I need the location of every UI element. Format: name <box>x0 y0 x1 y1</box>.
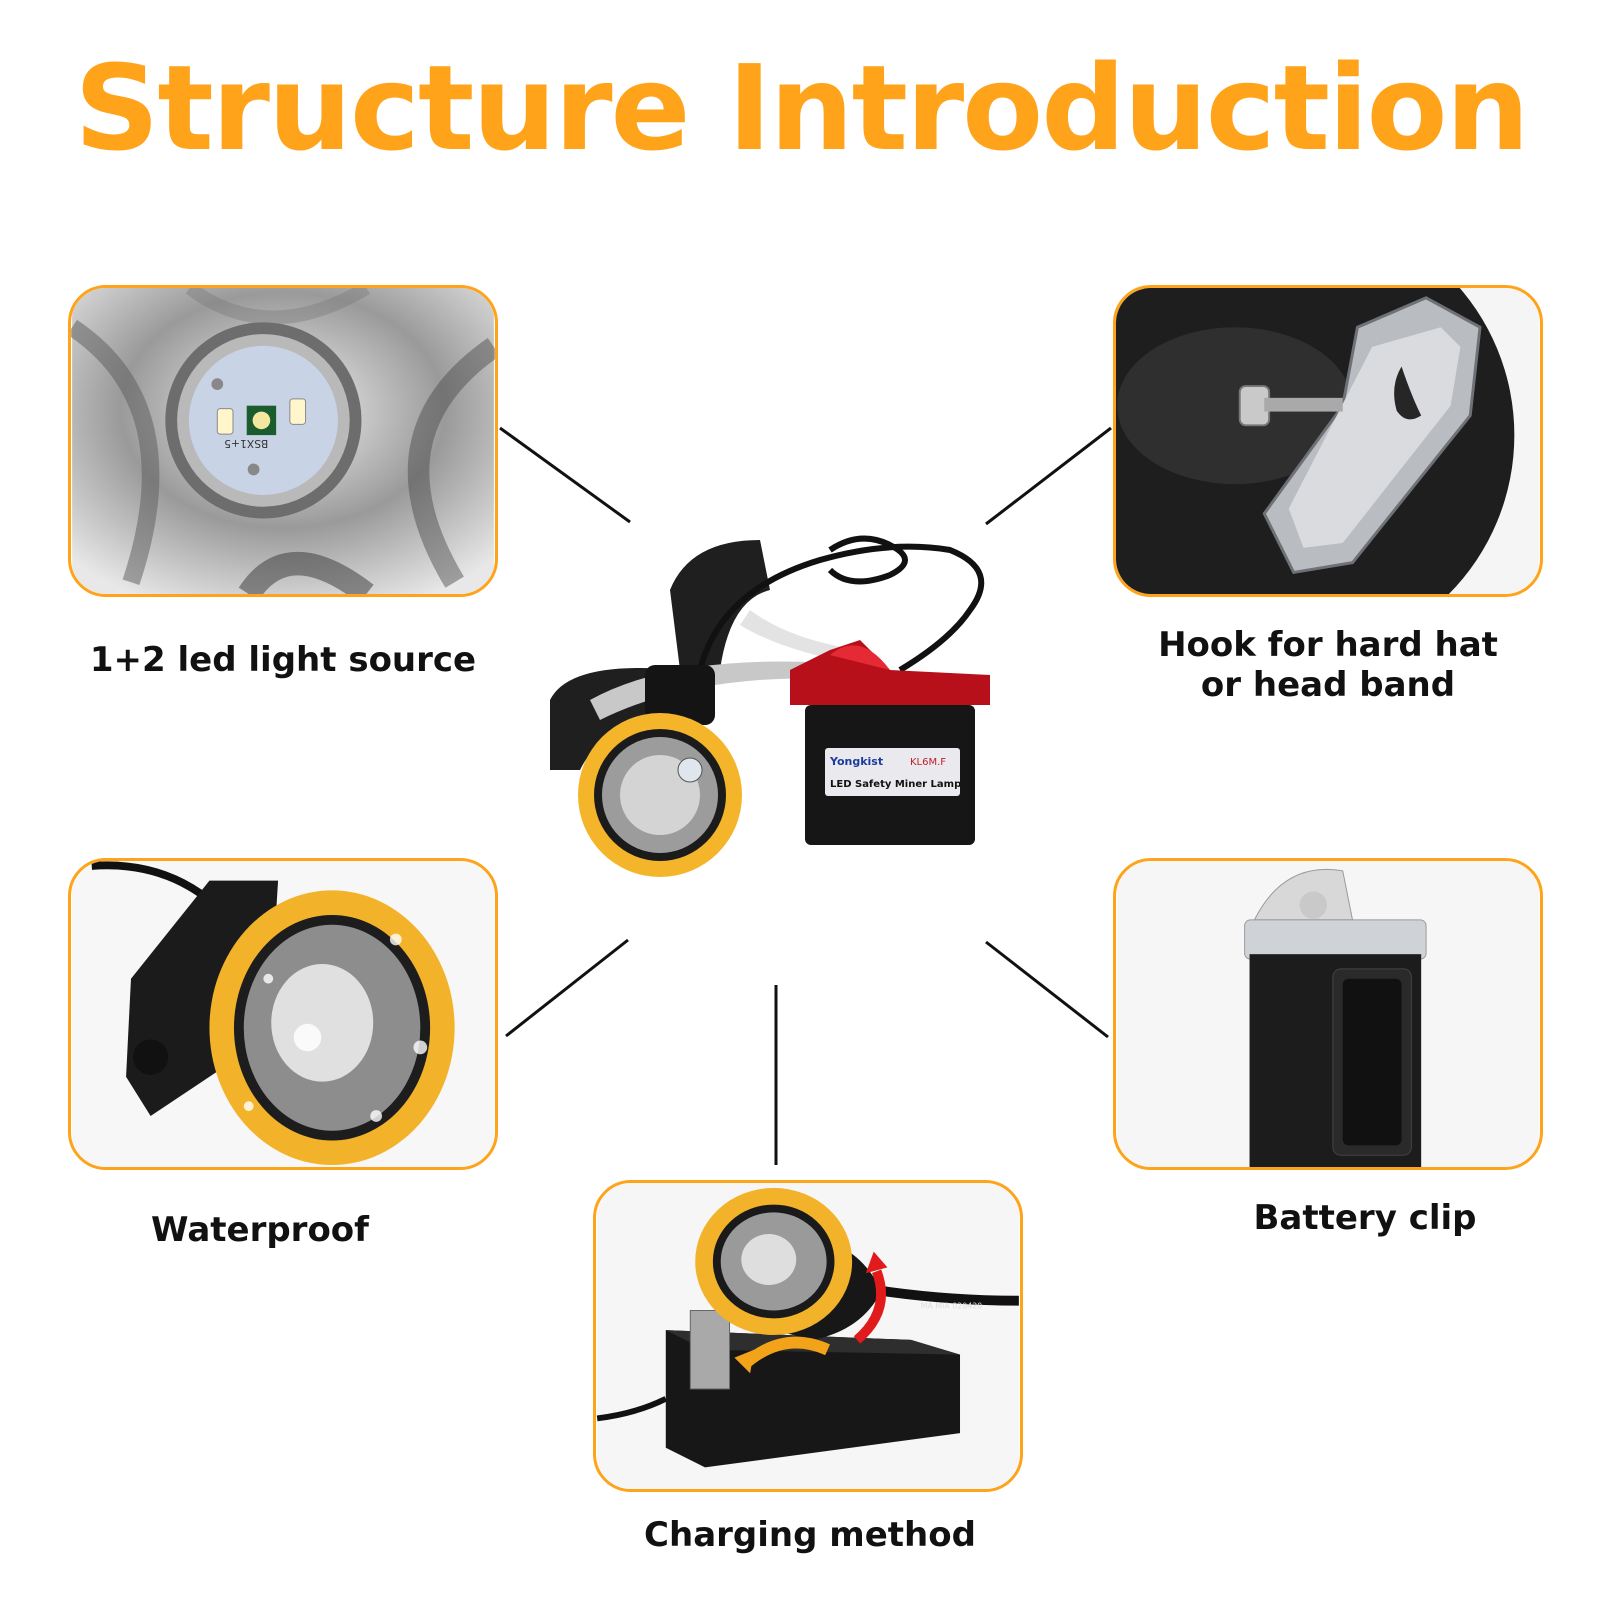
panel-charging-method: MA MIA 020420 <box>593 1180 1023 1492</box>
page-title: Structure Introduction <box>74 39 1529 177</box>
headlamp-product-image: Yongkist KL6M.F LED Safety Miner Lamp <box>550 535 990 877</box>
panel-hook <box>1113 285 1543 597</box>
product-name: LED Safety Miner Lamp <box>830 779 961 790</box>
caption-battery-clip: Battery clip <box>1253 1198 1477 1238</box>
caption-waterproof: Waterproof <box>151 1210 369 1250</box>
product-model: KL6M.F <box>910 757 946 768</box>
product-brand: Yongkist <box>829 755 883 768</box>
caption-hook: Hook for hard hat or head band <box>1113 625 1543 705</box>
led-reflector-icon: BSX1+5 <box>71 288 495 594</box>
caption-hook-line-1: Hook for hard hat <box>1158 625 1498 665</box>
caption-hook-line-2: or head band <box>1200 665 1456 705</box>
battery-clip-icon <box>1117 861 1539 1167</box>
caption-charging-method: Charging method <box>644 1515 976 1555</box>
panel-waterproof <box>68 858 498 1170</box>
caption-light-source: 1+2 led light source <box>89 640 477 680</box>
water-droplets-icon <box>72 861 494 1167</box>
panel-led-light-source: BSX1+5 <box>68 285 498 597</box>
cable-marking: MA MIA 020420 <box>921 1302 982 1311</box>
panel-battery-clip <box>1113 858 1543 1170</box>
lamp-on-charger-icon: MA MIA 020420 <box>596 1183 1019 1489</box>
metal-hook-icon <box>1116 288 1539 594</box>
led-board-marking: BSX1+5 <box>224 437 268 450</box>
